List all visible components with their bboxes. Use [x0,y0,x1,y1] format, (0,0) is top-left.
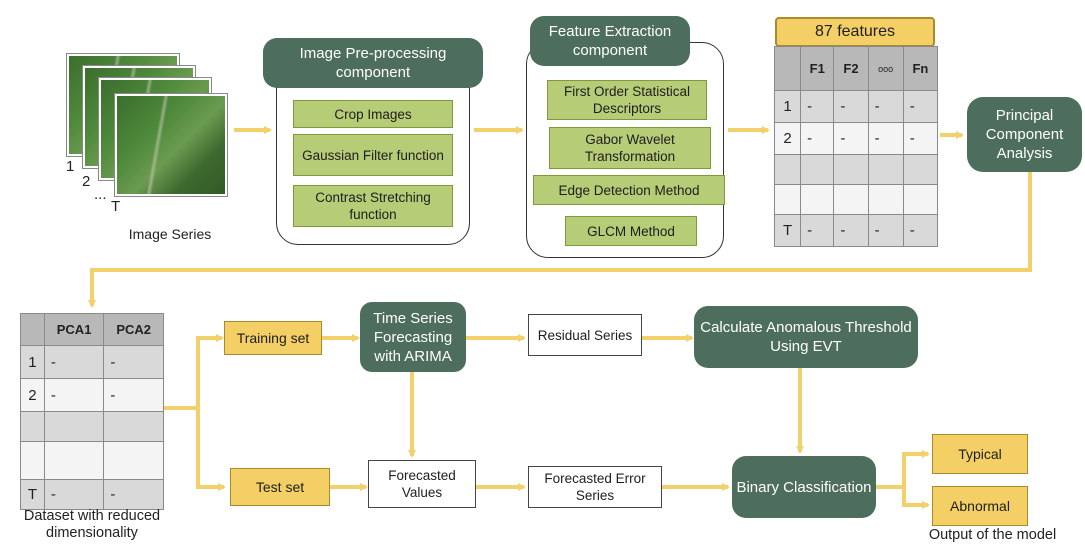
threshold-node: Calculate Anomalous Threshold Using EVT [694,306,918,368]
forecasted-values-node: Forecasted Values [368,460,476,508]
features-cell: - [867,122,904,155]
features-cell: - [800,122,835,155]
features-header-f2: F2 [833,46,869,91]
image-index-1: 1 [66,158,75,175]
output-caption: Output of the model [928,527,1057,543]
preprocessing-step-crop: Crop Images [293,100,453,128]
image-index-t: T [111,198,121,215]
reduced-row-label: T [20,479,45,510]
features-row-label: T [773,214,802,247]
features-row-label: 2 [773,122,802,155]
residual-series-node: Residual Series [528,314,642,356]
image-series-caption: Image Series [128,226,212,242]
reduced-cell: - [103,378,164,412]
features-table: F1 F2 ooo Fn 1 - - - - 2 - - - - T - - -… [773,46,939,247]
feature-step-gabor: Gabor Wavelet Transformation [549,127,711,169]
arrow-to-training [196,334,224,408]
features-cell: - [867,214,904,247]
reduced-row-2: 2 - - [20,378,164,412]
features-header-f1: F1 [800,46,835,91]
reduced-header-pca1: PCA1 [43,313,105,346]
image-index-ellipsis: ... [94,186,107,203]
reduced-cell: - [43,345,105,379]
features-count-badge: 87 features [775,17,935,47]
features-cell: - [833,214,869,247]
features-header-ellipsis: ooo [867,46,904,91]
preprocessing-step-gaussian: Gaussian Filter function [293,134,453,176]
reduced-table: PCA1 PCA2 1 - - 2 - - T - - [20,313,164,510]
reduced-cell: - [43,378,105,412]
feature-extraction-title: Feature Extraction component [530,16,690,66]
features-row-gap [773,154,939,185]
reduced-row-1: 1 - - [20,345,164,379]
test-set-node: Test set [230,468,330,506]
pca-node: Principal Component Analysis [967,97,1082,172]
features-cell: - [800,90,835,123]
features-cell: - [833,90,869,123]
preprocessing-title: Image Pre-processing component [263,38,483,88]
reduced-header-corner [20,313,45,346]
satellite-image-4 [115,94,227,196]
training-set-node: Training set [224,321,322,355]
image-index-2: 2 [82,173,91,190]
features-row-t: T - - - - [773,214,939,247]
preprocessing-step-contrast: Contrast Stretching function [293,185,453,227]
features-cell: - [833,122,869,155]
reduced-row-label: 2 [20,378,45,412]
features-cell: - [902,90,939,123]
arrow-pca-to-reduced [88,172,1032,308]
features-row-2: 2 - - - - [773,122,939,155]
classification-node: Binary Classification [732,456,876,518]
forecasted-error-node: Forecasted Error Series [528,466,662,508]
features-row-1: 1 - - - - [773,90,939,123]
features-row-gap [773,184,939,215]
reduced-row-gap [20,411,164,442]
features-row-label: 1 [773,90,802,123]
features-header-fn: Fn [902,46,939,91]
arrow-to-typical [902,450,930,487]
features-cell: - [902,214,939,247]
feature-step-glcm: GLCM Method [565,216,697,246]
image-series-stack [55,40,235,196]
reduced-row-gap [20,441,164,480]
reduced-table-caption: Dataset with reduced dimensionality [23,508,161,541]
reduced-cell: - [103,479,164,510]
reduced-cell: - [43,479,105,510]
feature-step-edge: Edge Detection Method [533,175,725,205]
arrow-to-test [196,408,226,491]
features-cell: - [902,122,939,155]
reduced-header-pca2: PCA2 [103,313,164,346]
reduced-row-label: 1 [20,345,45,379]
abnormal-node: Abnormal [932,486,1028,526]
typical-node: Typical [932,434,1028,474]
arrow-to-abnormal [902,487,930,509]
arima-node: Time Series Forecasting with ARIMA [360,302,466,372]
feature-step-first-order: First Order Statistical Descriptors [547,80,707,120]
features-cell: - [867,90,904,123]
reduced-row-t: T - - [20,479,164,510]
reduced-cell: - [103,345,164,379]
features-header-corner [773,46,802,91]
features-cell: - [800,214,835,247]
